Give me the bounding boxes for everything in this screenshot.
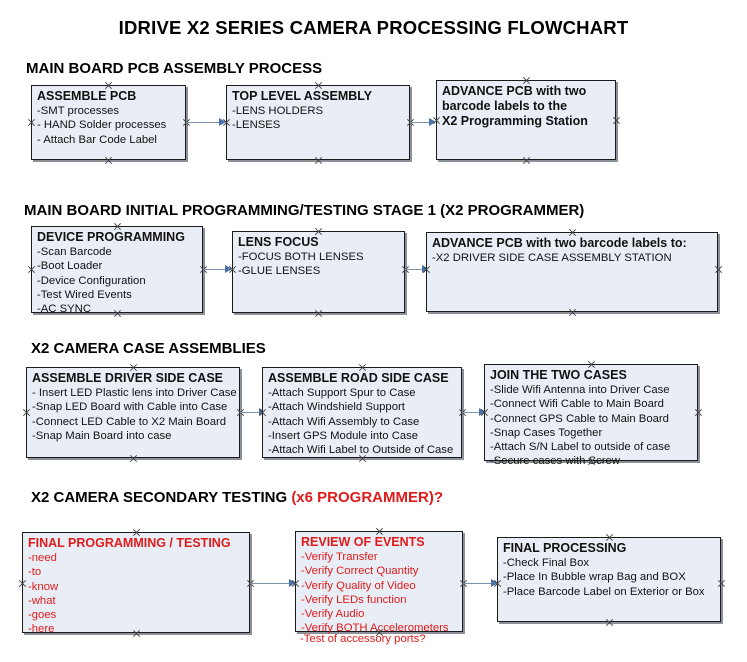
node-title: FINAL PROGRAMMING / TESTING — [28, 536, 231, 550]
node-title: LENS FOCUS — [238, 235, 319, 249]
connector-2a — [203, 269, 230, 270]
node-item: -Attach S/N Label to outside of case — [490, 441, 671, 454]
node-item: -X2 DRIVER SIDE CASE ASSEMBLY STATION — [432, 252, 672, 264]
node-final-programming-testing[interactable]: FINAL PROGRAMMING / TESTING -need -to -k… — [22, 532, 250, 636]
node-item: -Attach Support Spur to Case — [268, 387, 416, 399]
connector-3b — [462, 412, 482, 413]
node-item: -Slide Wifi Antenna into Driver Case — [490, 384, 670, 396]
arrowhead-1b — [429, 117, 436, 126]
node-item: -Scan Barcode — [37, 246, 112, 258]
node-item: -Boot Loader — [37, 260, 103, 273]
node-item: -Attach Wifi Assembly to Case — [268, 415, 420, 428]
node-item-overflow: -Test of accessory ports? — [300, 633, 426, 645]
node-item: -need — [28, 552, 57, 564]
node-title: REVIEW OF EVENTS — [301, 535, 425, 549]
node-advance-pcb-driver-side-station[interactable]: ADVANCE PCB with two barcode labels to: … — [426, 232, 718, 312]
section-header-1-text: MAIN BOARD PCB ASSEMBLY PROCESS — [26, 60, 323, 77]
node-item: -here — [28, 623, 55, 636]
node-assemble-road-side-case[interactable]: ASSEMBLE ROAD SIDE CASE -Attach Support … — [262, 367, 462, 458]
node-title: DEVICE PROGRAMMING — [37, 230, 185, 244]
node-item: -Test Wired Events — [37, 288, 132, 301]
node-item: -LENS HOLDERS — [232, 105, 324, 117]
node-assemble-pcb[interactable]: ASSEMBLE PCB -SMT processes - HAND Solde… — [31, 85, 186, 160]
node-assemble-driver-side-case[interactable]: ASSEMBLE DRIVER SIDE CASE - Insert LED P… — [26, 367, 240, 458]
node-item: -know — [28, 580, 59, 593]
node-title: ADVANCE PCB with two barcode labels to: — [432, 236, 687, 250]
node-item: -Secure cases with Screw — [490, 455, 620, 468]
node-title: ASSEMBLE PCB — [37, 89, 137, 103]
node-item: -Insert GPS Module into Case — [268, 429, 419, 442]
arrowhead-2b — [422, 264, 429, 273]
node-item: -SMT processes — [37, 105, 120, 117]
connector-4b — [463, 583, 496, 584]
arrowhead-3b — [479, 407, 486, 416]
node-item: - Insert LED Plastic lens into Driver Ca… — [32, 387, 237, 399]
section-header-3-text: X2 CAMERA CASE ASSEMBLIES — [31, 340, 266, 357]
node-title-line2: barcode labels to the — [442, 99, 568, 113]
node-top-level-assembly[interactable]: TOP LEVEL ASSEMBLY -LENS HOLDERS -LENSES — [226, 85, 410, 160]
section-header-4-text: X2 CAMERA SECONDARY TESTING — [31, 489, 292, 506]
node-item: -Snap LED Board with Cable into Case — [32, 401, 228, 414]
node-item: -Verify BOTH Accelerometers — [301, 622, 449, 635]
connector-4a — [250, 583, 294, 584]
node-title: ASSEMBLE ROAD SIDE CASE — [268, 371, 449, 385]
node-item: -Verify Transfer — [301, 551, 378, 563]
node-item: -Verify Audio — [301, 608, 365, 621]
node-item: -Connect LED Cable to X2 Main Board — [32, 415, 227, 428]
node-item: -GLUE LENSES — [238, 265, 321, 278]
node-title: ADVANCE PCB with two — [442, 84, 587, 98]
node-item: -Check Final Box — [503, 557, 590, 569]
node-final-processing[interactable]: FINAL PROCESSING -Check Final Box -Place… — [497, 537, 721, 622]
node-title: ASSEMBLE DRIVER SIDE CASE — [32, 371, 224, 385]
node-item: -Snap Main Board into case — [32, 429, 172, 442]
page-title: IDRIVE X2 SERIES CAMERA PROCESSING FLOWC… — [118, 17, 629, 38]
node-item: -Verify LEDs function — [301, 593, 407, 606]
node-title: FINAL PROCESSING — [503, 541, 627, 555]
node-item: -FOCUS BOTH LENSES — [238, 251, 364, 263]
section-header-4-accent: (x6 PROGRAMMER)? — [291, 489, 443, 506]
node-advance-pcb-programming-station[interactable]: ADVANCE PCB with two barcode labels to t… — [436, 80, 616, 160]
node-lens-focus[interactable]: LENS FOCUS -FOCUS BOTH LENSES -GLUE LENS… — [232, 231, 405, 313]
arrowhead-2a — [225, 264, 232, 273]
arrowhead-4b — [491, 578, 498, 587]
node-item: -Verify Correct Quantity — [301, 565, 419, 578]
node-item: -goes — [28, 609, 57, 622]
node-title: TOP LEVEL ASSEMBLY — [232, 89, 373, 103]
section-header-1: MAIN BOARD PCB ASSEMBLY PROCESS — [26, 60, 322, 77]
node-item: -Place Barcode Label on Exterior or Box — [503, 585, 705, 598]
node-item: -Device Configuration — [37, 274, 146, 287]
connector-3a — [240, 412, 263, 413]
connector-1a — [186, 122, 224, 123]
node-join-the-two-cases[interactable]: JOIN THE TWO CASES -Slide Wifi Antenna i… — [484, 364, 698, 467]
node-item: -Connect GPS Cable to Main Board — [490, 412, 669, 425]
node-device-programming[interactable]: DEVICE PROGRAMMING -Scan Barcode -Boot L… — [31, 226, 203, 316]
connector-1b — [410, 122, 433, 123]
node-item: -to — [28, 566, 42, 579]
node-item: -what — [28, 594, 56, 607]
connector-2b — [405, 269, 427, 270]
section-header-4: X2 CAMERA SECONDARY TESTING (x6 PROGRAMM… — [31, 489, 443, 506]
node-item: -Place In Bubble wrap Bag and BOX — [503, 571, 686, 584]
node-item: -Attach Windshield Support — [268, 401, 405, 414]
node-item: -AC SYNC — [37, 303, 91, 316]
node-item: -Snap Cases Together — [490, 426, 603, 439]
node-item: -Verify Quality of Video — [301, 579, 416, 592]
node-item: - Attach Bar Code Label — [37, 133, 157, 146]
node-review-of-events[interactable]: REVIEW OF EVENTS -Verify Transfer -Verif… — [295, 531, 463, 635]
section-header-2: MAIN BOARD INITIAL PROGRAMMING/TESTING S… — [24, 202, 584, 219]
node-item: -Attach Wifi Label to Outside of Case — [268, 444, 454, 457]
node-item: -LENSES — [232, 119, 281, 132]
arrowhead-4a — [289, 578, 296, 587]
node-title-line3: X2 Programming Station — [442, 114, 588, 128]
section-header-3: X2 CAMERA CASE ASSEMBLIES — [31, 340, 266, 357]
section-header-2-text: MAIN BOARD INITIAL PROGRAMMING/TESTING S… — [24, 202, 585, 219]
node-item: -Connect Wifi Cable to Main Board — [490, 398, 664, 411]
node-title: JOIN THE TWO CASES — [490, 368, 627, 382]
node-item: - HAND Solder processes — [37, 119, 167, 132]
arrowhead-1a — [219, 117, 226, 126]
